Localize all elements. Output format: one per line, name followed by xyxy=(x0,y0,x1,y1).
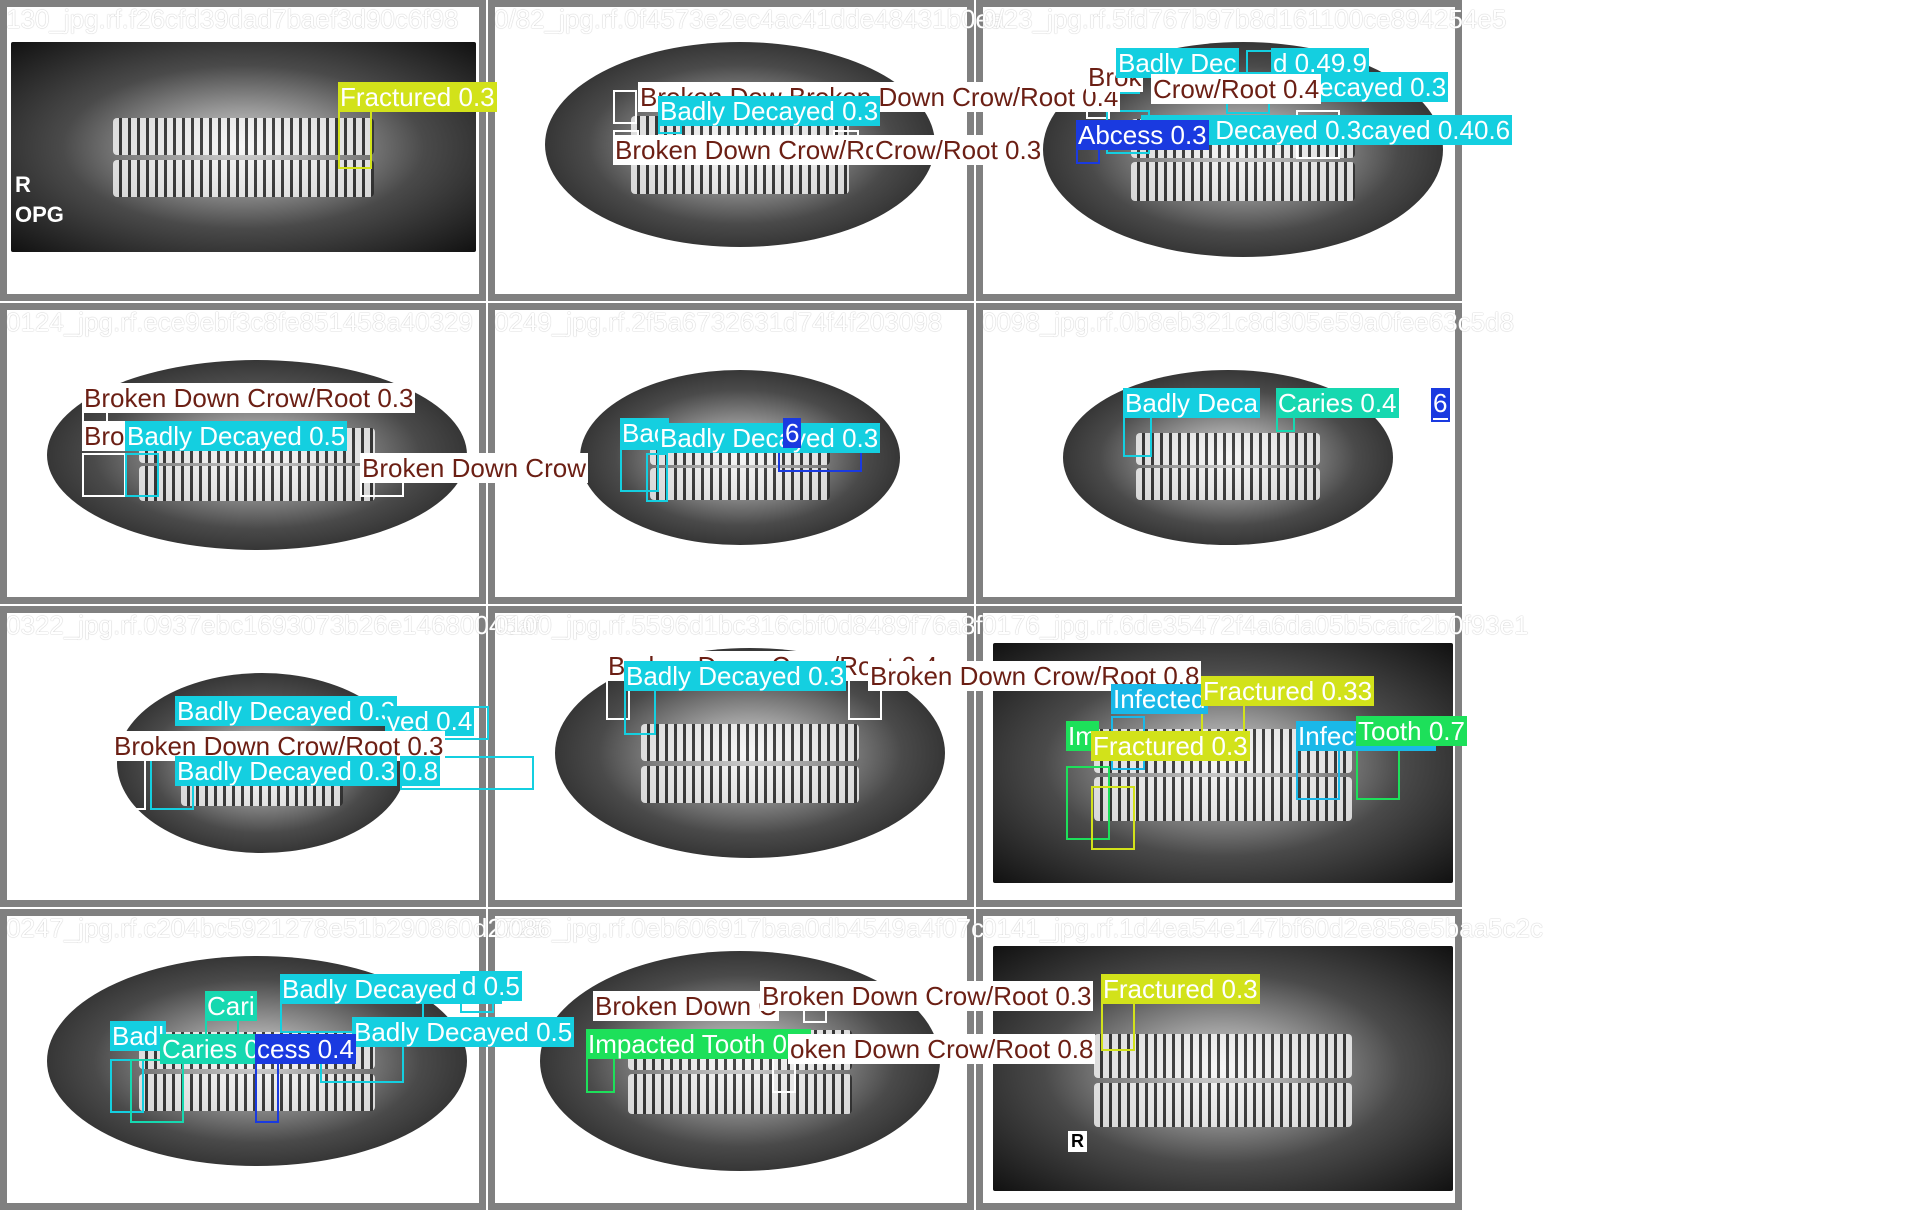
tile-filename: 0124_jpg.rf.ece9ebf3c8fe851458a40329 xyxy=(6,307,473,337)
detection-label: Badly Decayed 0.5 xyxy=(352,1017,575,1047)
detection-box-abscess xyxy=(255,1059,279,1123)
detection-box-fractured xyxy=(1091,786,1135,850)
xray-marker: R xyxy=(15,172,31,197)
mosaic-tile: 0/82_jpg.rf.0f4573e2ec4ac41dde48431b0eaB… xyxy=(488,0,1121,301)
detection-box-broken-down xyxy=(112,756,146,810)
detection-label: Tooth 0.7 xyxy=(1356,716,1467,746)
detection-label: Bro xyxy=(82,421,127,451)
xray-frame xyxy=(983,310,1455,597)
detection-label: Cari xyxy=(205,991,257,1021)
tile-filename: 130_jpg.rf.f26cfd39dad7baef3d90c6f98 xyxy=(6,4,459,34)
detection-label: Crow/Root 0.4 xyxy=(1151,74,1322,104)
lower-teeth-row xyxy=(139,466,375,501)
upper-teeth-row xyxy=(640,723,860,762)
detection-box-badly-decayed xyxy=(125,453,159,497)
detection-label: Impacted Tooth 0.3 xyxy=(586,1029,811,1059)
detection-box-caries xyxy=(130,1059,184,1123)
detection-label: Badly Decayed 0.3 xyxy=(658,96,881,126)
detection-label: Badly Deca xyxy=(1123,388,1260,418)
detection-label: Badly Dec xyxy=(1116,48,1239,78)
detection-label: 6 xyxy=(1431,388,1450,418)
mosaic-tile: 0176_jpg.rf.6de35472f4a6da05b5cafc2b0f93… xyxy=(976,606,1529,907)
upper-teeth-row xyxy=(1094,1034,1352,1079)
detection-box-badly-decayed xyxy=(110,1059,144,1113)
lower-teeth-row xyxy=(139,1073,375,1112)
detection-label: oken Down Crow/Root 0.8 xyxy=(788,1034,1096,1064)
detection-box-broken-down xyxy=(613,90,637,124)
detection-label: Fractured 0.3 xyxy=(1091,731,1250,761)
detection-label: Broken Down C xyxy=(593,991,780,1021)
mosaic-tile: 0/23_jpg.rf.5fd767b97b8d161100ce894254e5… xyxy=(976,0,1513,301)
lower-teeth-row xyxy=(640,765,860,804)
upper-teeth-row xyxy=(1135,433,1321,465)
tile-filename: 0141_jpg.rf.1d4ea54e147bf60d2e858e5baa5c… xyxy=(982,913,1543,943)
tile-filename: 0176_jpg.rf.6de35472f4a6da05b5cafc2b0f93… xyxy=(982,610,1529,640)
tile-filename: 0/23_jpg.rf.5fd767b97b8d161100ce894254e5 xyxy=(982,4,1507,34)
detection-label: Fractured 0.3 xyxy=(338,82,497,112)
detection-label: 6 xyxy=(783,418,802,448)
detection-label: Fractured 0.3 xyxy=(1101,974,1260,1004)
lower-teeth-row xyxy=(1135,468,1321,500)
detection-label: Badly Decayed 0.3 xyxy=(175,696,398,726)
xray-marker: OPG xyxy=(15,202,64,227)
tile-filename: 0098_jpg.rf.0b8eb321c8d305e59a0fee63c5d8 xyxy=(982,307,1515,337)
detection-label: Badly Decayed 0.3 xyxy=(658,423,881,453)
tile-filename: 0100_jpg.rf.5596d1bc316cbf0d8489f76a8f xyxy=(494,610,983,640)
tile-filename: 0322_jpg.rf.0937ebc1693073b26e14680045af xyxy=(6,610,540,640)
detection-label: 0.8 xyxy=(400,756,441,786)
mosaic-tile: R OPG 130_jpg.rf.f26cfd39dad7baef3d90c6f98… xyxy=(0,0,497,301)
detection-label: Abcess 0.3 xyxy=(1076,120,1209,150)
detection-box-badly-decayed xyxy=(646,453,668,502)
lower-teeth-row xyxy=(1131,162,1355,202)
lower-teeth-row xyxy=(628,1074,852,1114)
detection-label: Infected xyxy=(1111,684,1208,714)
detection-label: Broken Down Crow xyxy=(360,453,588,483)
xray-marker: R xyxy=(1068,1131,1087,1152)
mosaic-tile: 0100_jpg.rf.5596d1bc316cbf0d8489f76a8fBr… xyxy=(488,606,1202,907)
detection-label: Badly Decayed 0.5 xyxy=(125,421,348,451)
mosaic-tile: 0247_jpg.rf.c204bc5921278e51b290860d2725… xyxy=(0,909,575,1210)
xray-frame: R OPG xyxy=(7,7,479,294)
tile-filename: 0247_jpg.rf.c204bc5921278e51b290860d2725 xyxy=(6,913,546,943)
upper-teeth-row xyxy=(113,117,374,156)
detection-label: Badl xyxy=(110,1021,167,1051)
tile-filename: 0249_jpg.rf.2f5a6732631d74f4f203098 xyxy=(494,307,943,337)
detection-label: Broken Down Crow/Root 0.3 xyxy=(760,981,1094,1011)
detection-label: d 0.5 xyxy=(460,971,522,1001)
tile-filename: 0/82_jpg.rf.0f4573e2ec4ac41dde48431b0ea xyxy=(494,4,1005,34)
detection-label: Badly Decayed 0.3 xyxy=(624,661,847,691)
lower-teeth-row xyxy=(113,159,374,198)
detection-box-impacted xyxy=(1066,766,1110,840)
detection-label: Broken Down Crow/Root 0.3 xyxy=(82,383,416,413)
detection-label: Broken Down Crow/Root 0.8 xyxy=(868,661,1202,691)
mosaic-tile: 0098_jpg.rf.0b8eb321c8d305e59a0fee63c5d8… xyxy=(976,303,1514,604)
lower-teeth-row xyxy=(1094,1083,1352,1128)
xray-frame xyxy=(495,310,967,597)
detection-box-broken-down xyxy=(82,453,126,497)
detection-label: Fractured 0.33 xyxy=(1201,676,1375,706)
lower-teeth-row xyxy=(650,468,830,500)
detection-label: Caries 0.4 xyxy=(1276,388,1399,418)
detection-label: Badly Decayed 0.3 xyxy=(175,756,398,786)
detection-box-badly-decayed xyxy=(620,448,659,492)
detection-label: cess 0.4 xyxy=(255,1034,356,1064)
tile-filename: 0086_jpg.rf.0eb606917baa0db4549a4f07c xyxy=(494,913,985,943)
panoramic-xray-image xyxy=(11,42,476,252)
mosaic-tile: 0322_jpg.rf.0937ebc1693073b26e14680045af… xyxy=(0,606,540,907)
detection-label: Crow/Root 0.3 xyxy=(873,135,1044,165)
